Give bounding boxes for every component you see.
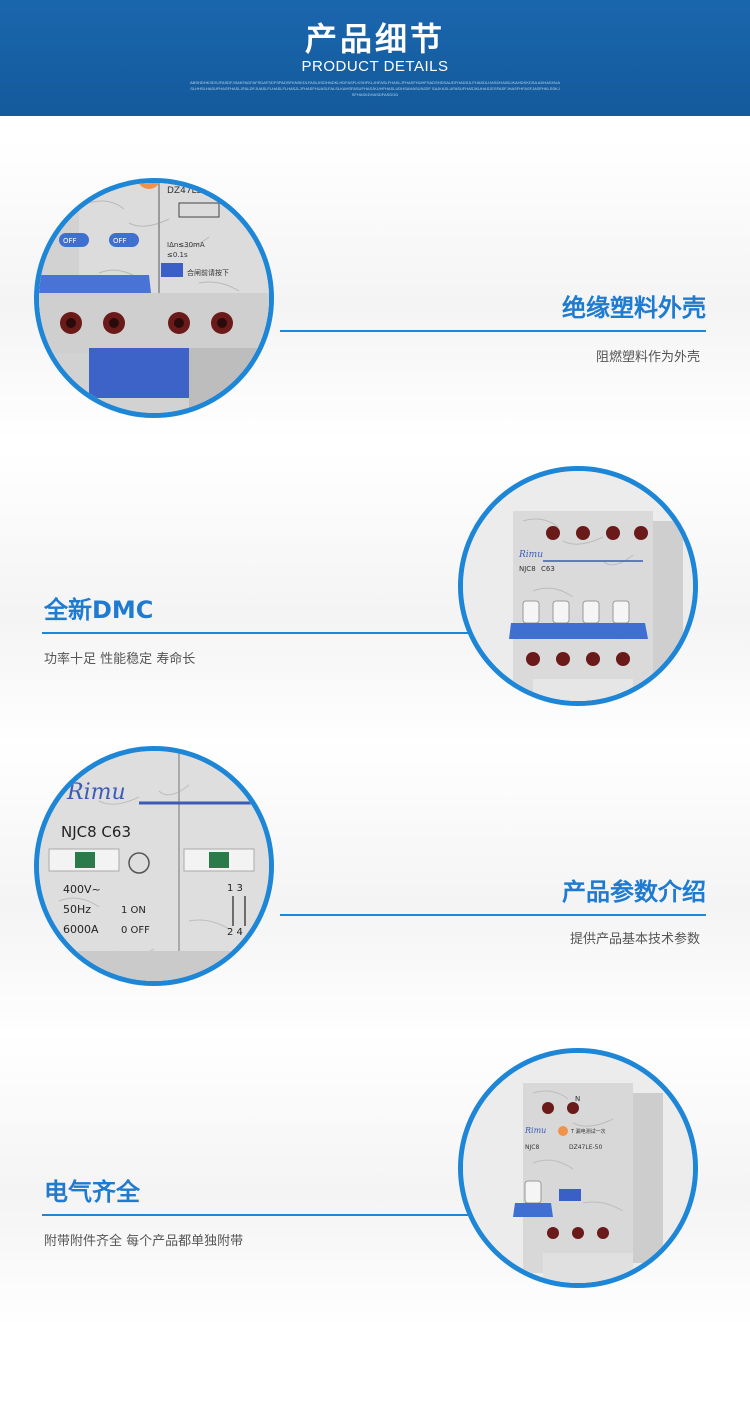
- section-title-1: 绝缘塑料外壳: [562, 294, 706, 322]
- breaker-label-closeup-icon: Rimu NJC8 C63 400V~ 50Hz 6000A 1 ON 0 OF…: [34, 746, 274, 986]
- breaker-4p-njc8-icon: Rimu NJC8 C63: [458, 466, 698, 706]
- model-label-4: NJC8: [525, 1144, 539, 1151]
- section-title-4: 电气齐全: [44, 1178, 140, 1206]
- off-label: 0 OFF: [121, 925, 150, 936]
- section-divider-4: [42, 1214, 470, 1216]
- terminals-top: 1 3: [227, 883, 243, 894]
- model-label-4b: DZ47LE-50: [569, 1144, 602, 1151]
- idn-label: IΔn≤30mA: [167, 241, 205, 249]
- brand-label-3: Rimu: [66, 780, 126, 805]
- caution-label: 合闸前请按下: [187, 268, 229, 277]
- test-note: T 漏电测试一次: [570, 1128, 606, 1135]
- n-mark: N: [575, 1095, 580, 1103]
- model-label-dz47le: DZ47LE-50: [167, 186, 217, 196]
- model-label-3: NJC8 C63: [61, 823, 131, 841]
- time-label: ≤0.1s: [167, 251, 188, 259]
- on-label: 1 ON: [121, 905, 146, 916]
- header-banner: 产品细节 PRODUCT DETAILS ABSHDHKSDSJFASDFJSA…: [0, 0, 750, 116]
- brand-label-2: Rimu: [518, 550, 543, 560]
- header-fine-print: ABSHDHKSDSJFASDFJSAKFADFAFSDAFSDFSPADSFK…: [190, 80, 561, 97]
- voltage-label: 400V~: [63, 883, 101, 896]
- section-title-2: 全新DMC: [44, 596, 154, 624]
- breaker-rcbo-full-icon: N Rimu T 漏电测试一次 NJC8 DZ47LE-50: [458, 1048, 698, 1288]
- off-label-1: OFF: [63, 237, 77, 245]
- off-label-2: OFF: [113, 237, 127, 245]
- page-title: 产品细节: [304, 20, 445, 58]
- section-divider-3: [280, 914, 706, 916]
- page-subtitle: PRODUCT DETAILS: [301, 58, 449, 75]
- section-desc-1: 阻燃塑料作为外壳: [595, 350, 700, 365]
- section-desc-2: 功率十足 性能稳定 寿命长: [44, 652, 196, 667]
- section-desc-3: 提供产品基本技术参数: [569, 932, 700, 947]
- brand-label-4: Rimu: [524, 1126, 546, 1135]
- breaker-closeup-dz47le-icon: DZ47LE-50 IΔn≤30mA ≤0.1s 合闸前请按下 OFF OFF: [34, 178, 274, 418]
- section-divider-1: [280, 330, 706, 332]
- model-label-2: NJC8: [519, 565, 536, 573]
- section-divider-2: [42, 632, 470, 634]
- rating-label-2: C63: [541, 565, 555, 573]
- terminals-bottom: 2 4: [227, 927, 243, 938]
- section-desc-4: 附带附件齐全 每个产品都单独附带: [44, 1234, 244, 1249]
- freq-label: 50Hz: [63, 903, 91, 916]
- capacity-label: 6000A: [63, 923, 99, 936]
- section-title-3: 产品参数介绍: [562, 878, 706, 906]
